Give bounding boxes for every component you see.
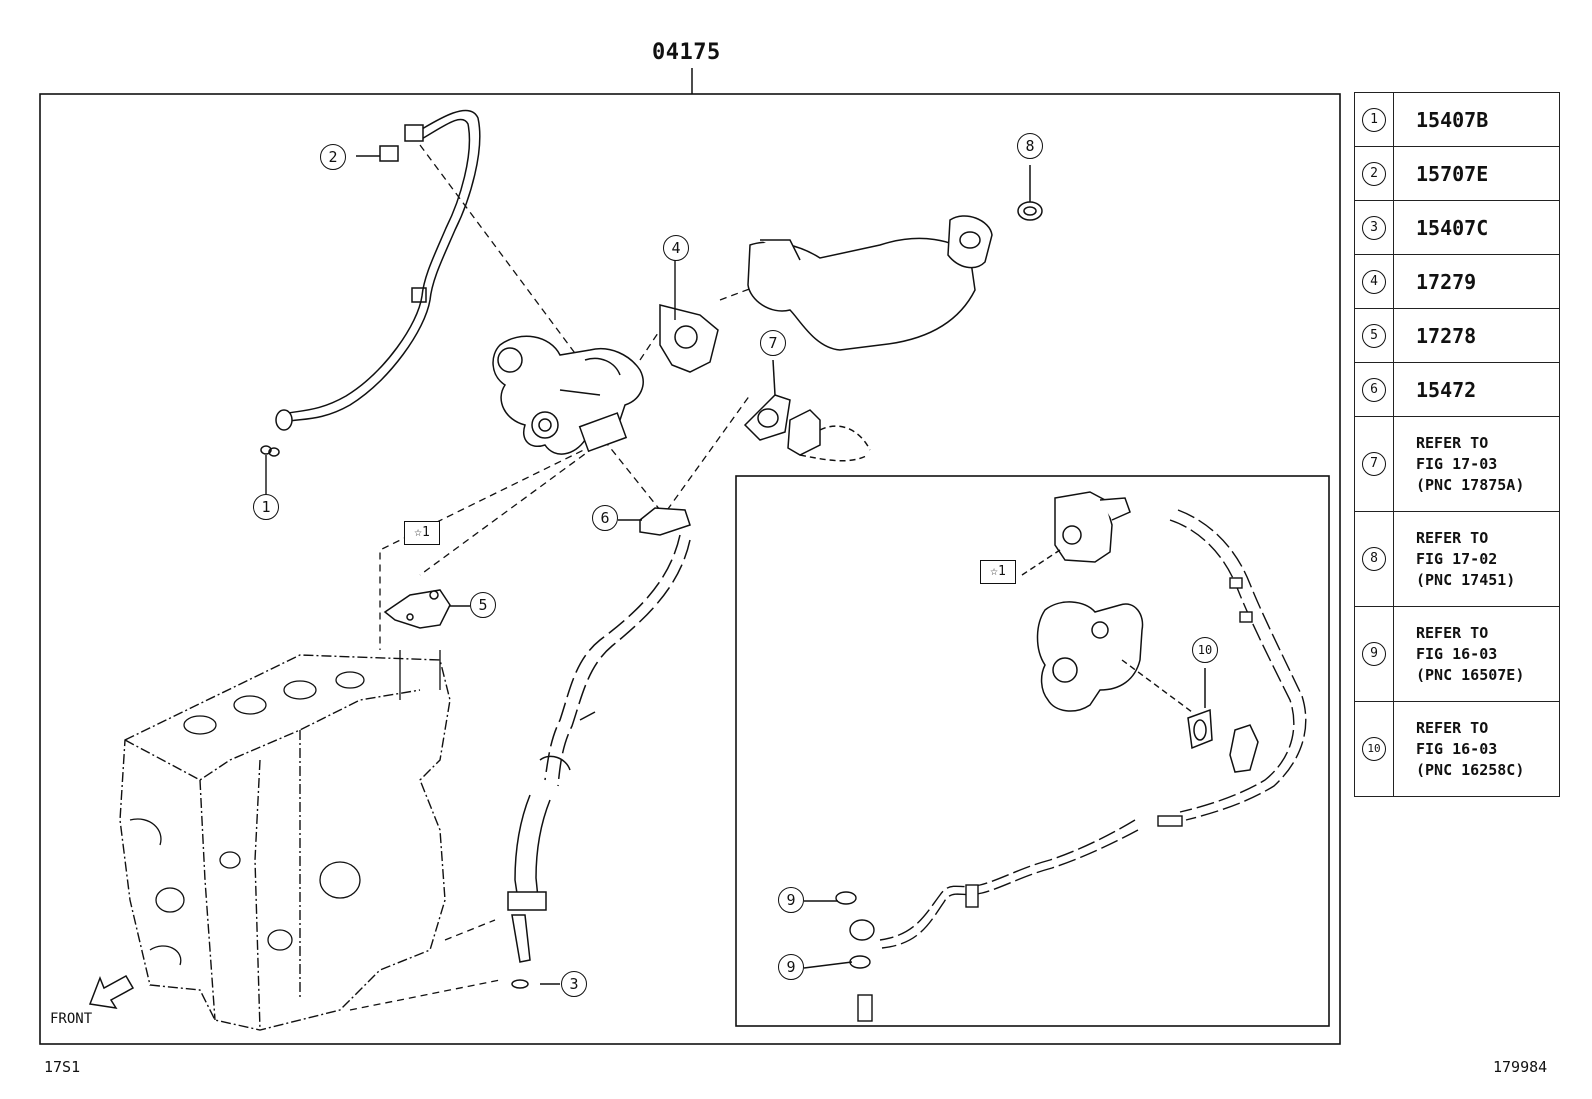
legend-number: 7 xyxy=(1362,452,1386,476)
legend-ref-line: (PNC 16507E) xyxy=(1416,665,1525,684)
callout-marker-9-upper[interactable]: 9 xyxy=(778,887,804,913)
inset-gasket-10 xyxy=(1187,668,1259,773)
legend-number: 3 xyxy=(1362,215,1386,240)
front-label: FRONT xyxy=(50,1011,93,1027)
legend-part-code: 15472 xyxy=(1393,362,1560,417)
legend-number: 8 xyxy=(1362,547,1386,571)
inset-frame xyxy=(735,475,1330,1027)
footer-right-code: 179984 xyxy=(1493,1058,1548,1076)
legend-part-code: 15407B xyxy=(1393,92,1560,147)
legend-row[interactable]: 3 15407C xyxy=(1354,200,1560,255)
gasket-4 xyxy=(659,304,719,373)
legend-reference: REFER TO FIG 16-03 (PNC 16507E) xyxy=(1393,606,1560,702)
legend-ref-line: REFER TO xyxy=(1416,623,1489,642)
callout-marker-5[interactable]: 5 xyxy=(470,592,496,618)
legend-part-code: 15407C xyxy=(1393,200,1560,255)
legend-row[interactable]: 6 15472 xyxy=(1354,362,1560,417)
legend-number: 6 xyxy=(1362,377,1386,402)
engine-details xyxy=(129,650,441,966)
legend-part-code: 17279 xyxy=(1393,254,1560,309)
legend-number: 4 xyxy=(1362,269,1386,294)
front-arrow xyxy=(88,974,135,1009)
bracket-5 xyxy=(383,589,451,629)
callout-1-marker-2[interactable]: 2 xyxy=(320,144,346,170)
legend-row[interactable]: 2 15707E xyxy=(1354,146,1560,201)
legend-ref-line: (PNC 17875A) xyxy=(1416,475,1525,494)
callout-marker-8[interactable]: 8 xyxy=(1017,133,1043,159)
callout-marker-10[interactable]: 10 xyxy=(1192,637,1218,663)
legend-row[interactable]: 1 15407B xyxy=(1354,92,1560,147)
legend-ref-line: FIG 17-02 xyxy=(1416,549,1498,568)
legend-ref-line: REFER TO xyxy=(1416,718,1489,737)
legend-ref-line: REFER TO xyxy=(1416,528,1489,547)
callout-marker-1[interactable]: 1 xyxy=(253,494,279,520)
callout-marker-4[interactable]: 4 xyxy=(663,235,689,261)
legend-ref-line: REFER TO xyxy=(1416,433,1489,452)
legend-row[interactable]: 10 REFER TO FIG 16-03 (PNC 16258C) xyxy=(1354,701,1560,797)
legend-number: 5 xyxy=(1362,323,1386,348)
legend-part-code: 17278 xyxy=(1393,308,1560,363)
catalytic-converter xyxy=(747,165,1043,351)
main-frame xyxy=(39,93,1341,1045)
callout-marker-7[interactable]: 7 xyxy=(760,330,786,356)
diagram-title: 04175 xyxy=(652,40,721,65)
legend-row[interactable]: 9 REFER TO FIG 16-03 (PNC 16507E) xyxy=(1354,606,1560,702)
callout-marker-6[interactable]: 6 xyxy=(592,505,618,531)
legend-ref-line: FIG 17-03 xyxy=(1416,454,1498,473)
legend-row[interactable]: 5 17278 xyxy=(1354,308,1560,363)
legend-row[interactable]: 7 REFER TO FIG 17-03 (PNC 17875A) xyxy=(1354,416,1560,512)
footer-left-code: 17S1 xyxy=(44,1058,81,1076)
legend-reference: REFER TO FIG 16-03 (PNC 16258C) xyxy=(1393,701,1560,797)
legend-number: 1 xyxy=(1362,107,1386,132)
star-reference-label[interactable]: ☆1 xyxy=(404,521,440,545)
legend-reference: REFER TO FIG 17-02 (PNC 17451) xyxy=(1393,511,1560,607)
legend-number: 2 xyxy=(1362,161,1386,186)
oil-feed-pipe xyxy=(260,109,481,457)
legend-reference: REFER TO FIG 17-03 (PNC 17875A) xyxy=(1393,416,1560,512)
legend-ref-line: FIG 16-03 xyxy=(1416,739,1498,758)
inset-fittings xyxy=(835,577,1253,1022)
legend-number: 9 xyxy=(1362,642,1386,666)
inset-turbo-unit xyxy=(1036,491,1144,712)
gasket-7-and-pipe xyxy=(743,359,871,462)
turbocharger xyxy=(492,335,644,455)
legend-row[interactable]: 8 REFER TO FIG 17-02 (PNC 17451) xyxy=(1354,511,1560,607)
legend-number: 10 xyxy=(1362,737,1386,761)
engine-block xyxy=(119,654,451,1031)
legend-row[interactable]: 4 17279 xyxy=(1354,254,1560,309)
callout-marker-9-lower[interactable]: 9 xyxy=(778,954,804,980)
legend-ref-line: (PNC 17451) xyxy=(1416,570,1516,589)
legend-part-code: 15707E xyxy=(1393,146,1560,201)
parts-legend-table: 1 15407B 2 15707E 3 15407C 4 17279 5 172… xyxy=(1354,92,1560,797)
legend-ref-line: FIG 16-03 xyxy=(1416,644,1498,663)
star-reference-label-inset[interactable]: ☆1 xyxy=(980,560,1016,584)
legend-ref-line: (PNC 16258C) xyxy=(1416,760,1525,779)
callout-marker-3[interactable]: 3 xyxy=(561,971,587,997)
inset-water-pipes xyxy=(879,509,1307,949)
oil-return-pipe xyxy=(507,507,691,989)
callout-leaders xyxy=(265,155,1193,985)
